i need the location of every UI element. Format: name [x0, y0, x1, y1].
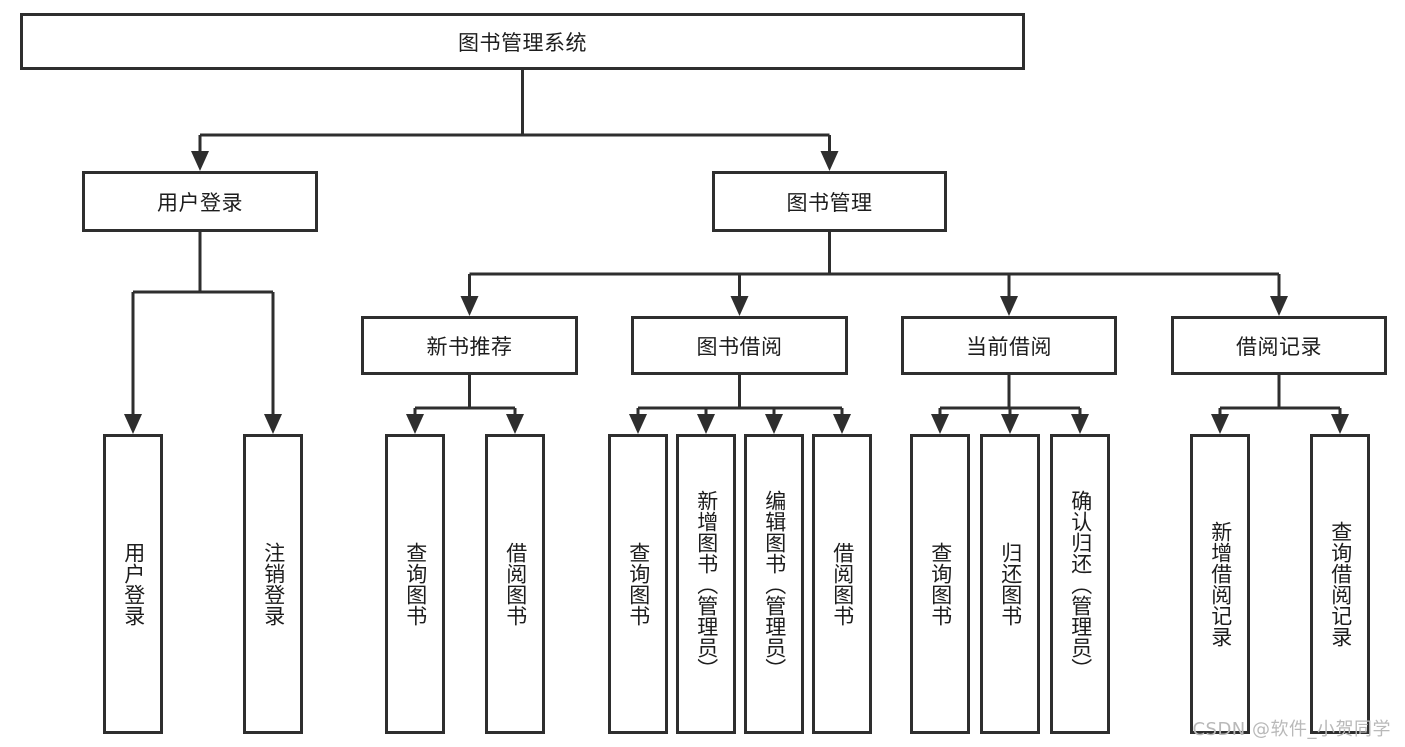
node-user-login[interactable] [82, 171, 318, 232]
node-box-new-book-rec [361, 316, 578, 375]
node-box-leaf-query-record [1310, 434, 1370, 734]
arrow-head-icon [931, 414, 949, 434]
node-box-current-borrow [901, 316, 1117, 375]
node-leaf-add-record[interactable] [1190, 434, 1250, 734]
arrow-head-icon [406, 414, 424, 434]
arrow-head-icon [629, 414, 647, 434]
node-box-leaf-query-book-1 [385, 434, 445, 734]
node-borrow-record[interactable] [1171, 316, 1387, 375]
arrow-head-icon [1270, 296, 1288, 316]
node-leaf-query-book-2[interactable] [608, 434, 668, 734]
node-leaf-confirm-return[interactable] [1050, 434, 1110, 734]
node-box-leaf-user-logout [243, 434, 303, 734]
node-leaf-add-book[interactable] [676, 434, 736, 734]
node-leaf-query-book-1[interactable] [385, 434, 445, 734]
connector-layer [124, 70, 1349, 434]
node-box-leaf-query-book-3 [910, 434, 970, 734]
node-leaf-query-book-3[interactable] [910, 434, 970, 734]
arrow-head-icon [765, 414, 783, 434]
node-leaf-user-logout[interactable] [243, 434, 303, 734]
node-box-leaf-user-login [103, 434, 163, 734]
node-box-leaf-edit-book [744, 434, 804, 734]
node-root[interactable] [20, 13, 1025, 70]
arrow-head-icon [730, 296, 749, 316]
node-box-leaf-borrow-book-2 [812, 434, 872, 734]
node-box-leaf-add-book [676, 434, 736, 734]
node-box-root [20, 13, 1025, 70]
arrow-head-icon [460, 296, 479, 316]
node-box-leaf-borrow-book-1 [485, 434, 545, 734]
arrow-head-icon [1001, 414, 1019, 434]
arrow-head-icon [191, 151, 209, 171]
arrow-head-icon [506, 414, 524, 434]
node-book-borrow[interactable] [631, 316, 848, 375]
node-leaf-borrow-book-1[interactable] [485, 434, 545, 734]
arrow-head-icon [1331, 414, 1349, 434]
node-leaf-edit-book[interactable] [744, 434, 804, 734]
watermark: CSDN @软件_小贺同学 [1192, 719, 1391, 740]
node-leaf-return-book[interactable] [980, 434, 1040, 734]
node-box-leaf-add-record [1190, 434, 1250, 734]
node-box-borrow-record [1171, 316, 1387, 375]
node-book-mgmt[interactable] [712, 171, 947, 232]
arrow-head-icon [264, 414, 282, 434]
node-leaf-user-login[interactable] [103, 434, 163, 734]
arrow-head-icon [697, 414, 715, 434]
node-box-leaf-return-book [980, 434, 1040, 734]
arrow-head-icon [820, 151, 839, 171]
node-leaf-query-record[interactable] [1310, 434, 1370, 734]
node-new-book-rec[interactable] [361, 316, 578, 375]
node-current-borrow[interactable] [901, 316, 1117, 375]
arrow-head-icon [1071, 414, 1089, 434]
arrow-head-icon [1000, 296, 1018, 316]
arrow-head-icon [124, 414, 142, 434]
node-box-book-mgmt [712, 171, 947, 232]
arrow-head-icon [1211, 414, 1229, 434]
node-leaf-borrow-book-2[interactable] [812, 434, 872, 734]
node-box-layer [20, 13, 1387, 734]
node-box-user-login [82, 171, 318, 232]
arrow-head-icon [833, 414, 851, 434]
node-box-book-borrow [631, 316, 848, 375]
node-box-leaf-query-book-2 [608, 434, 668, 734]
node-box-leaf-confirm-return [1050, 434, 1110, 734]
